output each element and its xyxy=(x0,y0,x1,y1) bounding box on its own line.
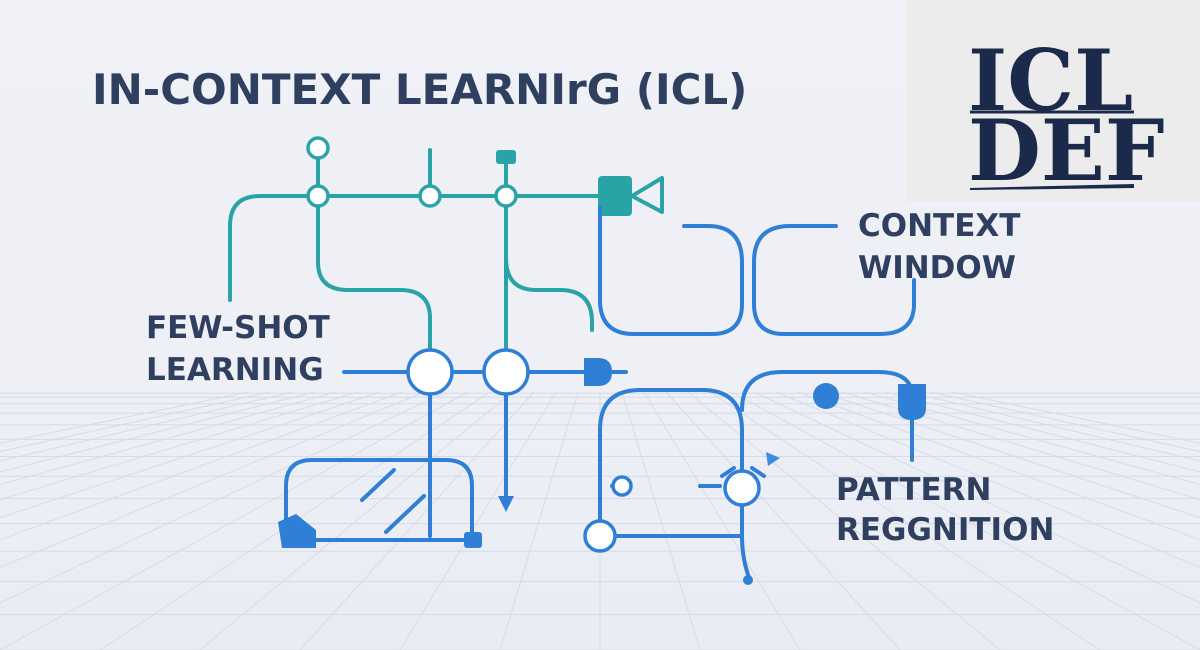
floor-grid xyxy=(0,391,1200,650)
pattern-node-filled-2 xyxy=(898,384,926,420)
grid-line xyxy=(951,391,1200,444)
grid-line xyxy=(643,391,801,650)
grid-line xyxy=(0,391,315,473)
box-slash-2 xyxy=(384,494,426,534)
teal-node-top xyxy=(306,136,330,160)
grid-line xyxy=(753,391,1200,604)
pattern-head-ears xyxy=(720,466,766,478)
pattern-recognition-label-line-2: REGGNITION xyxy=(836,512,1054,548)
pattern-arch-left xyxy=(598,388,744,522)
box-slash-1 xyxy=(360,468,396,502)
grid-line xyxy=(0,391,469,650)
pattern-node-head xyxy=(723,469,761,507)
teal-chip-icon xyxy=(496,150,516,164)
blue-node-large-1 xyxy=(406,348,454,396)
grid-line xyxy=(399,391,557,650)
grid-line xyxy=(299,391,535,650)
grid-line xyxy=(709,391,1101,650)
teal-node-1 xyxy=(306,184,330,208)
blue-network xyxy=(342,348,628,538)
camera-lens-icon xyxy=(630,176,664,214)
pattern-node-small xyxy=(611,475,633,497)
teal-network xyxy=(228,136,664,352)
logo-background xyxy=(906,0,1200,202)
few-shot-label-line-2: LEARNING xyxy=(146,352,324,388)
teal-drop-right xyxy=(504,204,594,332)
context-window-loops xyxy=(598,206,916,336)
logo-rule-bottom xyxy=(970,184,1134,190)
teal-main-wire xyxy=(228,194,612,302)
box-right-connector xyxy=(464,532,482,548)
grid-line xyxy=(929,391,1200,453)
grid-line xyxy=(665,391,901,650)
grid-line xyxy=(907,391,1200,462)
box-left-connector xyxy=(278,514,316,548)
grid-line xyxy=(0,391,293,462)
page-title: IN-CONTEXT LEARNIrG (ICL) xyxy=(92,65,747,114)
grid-line xyxy=(0,391,381,519)
blue-terminal-node xyxy=(584,358,612,386)
grid-line xyxy=(0,391,403,541)
grid-line xyxy=(841,391,1200,501)
grid-line xyxy=(863,391,1200,486)
context-window-label-line-2: WINDOW xyxy=(858,250,1016,286)
arrow-down-icon xyxy=(498,496,514,512)
box-outline xyxy=(284,458,474,542)
pattern-network xyxy=(583,370,926,585)
few-shot-label-line-1: FEW-SHOT xyxy=(146,310,330,346)
pattern-recognition-label-line-1: PATTERN xyxy=(836,472,991,508)
grid-line xyxy=(199,391,513,650)
grid-line xyxy=(775,391,1200,568)
grid-line xyxy=(0,391,271,453)
context-loop-left xyxy=(598,206,744,336)
logo-line-2: DEF xyxy=(968,101,1165,200)
grid-line xyxy=(0,391,425,568)
pattern-tail-wire xyxy=(740,504,752,582)
grid-line xyxy=(731,391,1200,650)
grid-line xyxy=(0,391,249,444)
teal-drop-left xyxy=(316,204,432,352)
context-loop-right xyxy=(752,224,916,336)
lower-left-box xyxy=(278,458,482,548)
context-window-label-line-1: CONTEXT xyxy=(858,208,1020,244)
grid-line xyxy=(621,391,701,650)
grid-line xyxy=(819,391,1200,519)
grid-line xyxy=(499,391,579,650)
blue-node-large-2 xyxy=(482,348,530,396)
camera-body-icon xyxy=(598,176,632,216)
grid-line xyxy=(0,391,359,501)
grid-line xyxy=(797,391,1200,541)
flag-icon xyxy=(766,452,780,466)
teal-node-2 xyxy=(418,184,442,208)
icl-def-logo: ICL DEF xyxy=(906,0,1200,202)
grid-line xyxy=(0,391,447,604)
grid-line xyxy=(0,391,337,486)
grid-line xyxy=(885,391,1200,473)
pattern-tail-dot xyxy=(743,575,753,585)
pattern-node-filled-1 xyxy=(813,383,839,409)
pattern-node-bottom xyxy=(583,519,617,553)
teal-node-3 xyxy=(494,184,518,208)
